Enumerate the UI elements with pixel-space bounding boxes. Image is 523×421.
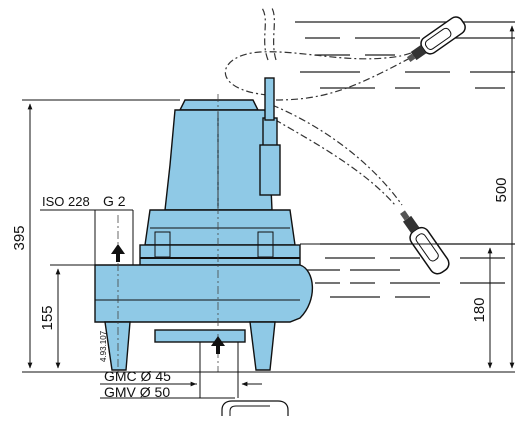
- gmc-label: GMC Ø 45: [104, 368, 171, 384]
- lower-float-switch: [400, 210, 450, 275]
- upper-water-lines: [295, 21, 515, 89]
- lower-water-lines: [300, 243, 515, 298]
- dim-water-stop: 180: [471, 297, 488, 322]
- center-lines: [117, 94, 219, 372]
- dim-base-to-outlet: 155: [39, 305, 56, 330]
- gmv-label: GMV Ø 50: [104, 384, 170, 400]
- bottom-cropped-outline: [221, 400, 289, 416]
- outlet-standard-label: ISO 228: [42, 194, 90, 209]
- upper-float-switch: [406, 16, 466, 62]
- dim-water-start: 500: [493, 177, 510, 202]
- dim-overall-height: 395: [11, 225, 28, 250]
- inlet-arrow: [211, 336, 225, 354]
- outlet-thread-label: G 2: [103, 193, 126, 209]
- dimension-lines: [22, 25, 515, 399]
- outlet-arrow: [111, 244, 125, 262]
- drawing-code: 4.93.107: [99, 330, 108, 362]
